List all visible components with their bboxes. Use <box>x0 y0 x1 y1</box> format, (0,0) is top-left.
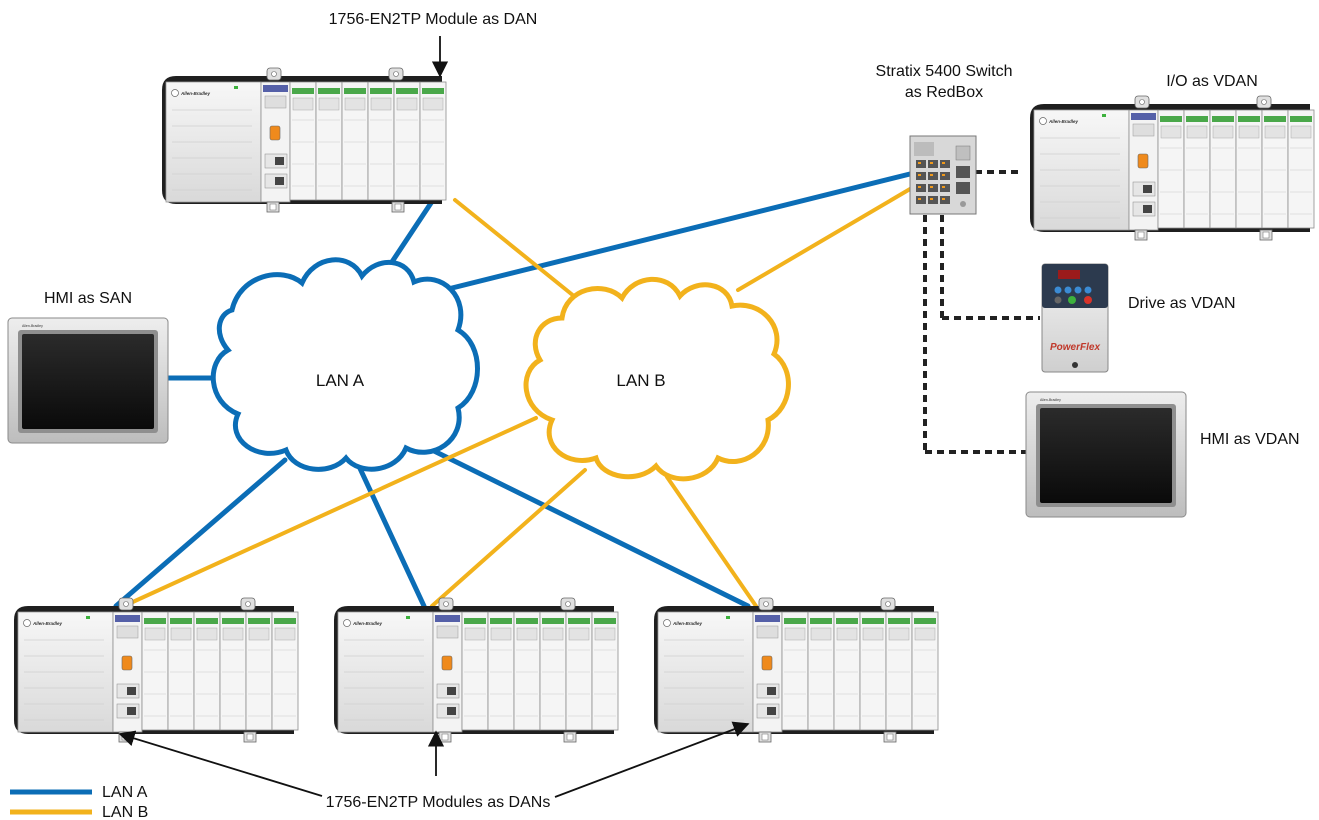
legend-item-lan-b: LAN B <box>10 804 148 820</box>
lan-b-cloud-label: LAN B <box>616 371 665 390</box>
bottom-dans-arrow-3 <box>554 721 750 798</box>
lan-a-cloud: LAN A <box>210 257 480 472</box>
io-vdan-label: I/O as VDAN <box>1166 73 1258 90</box>
lan-a-link-chassis-1 <box>113 457 288 609</box>
vdan-links <box>923 170 1040 454</box>
lan-b-link-chassis-3 <box>665 475 758 608</box>
bottom-dans-callout: 1756-EN2TP Modules as DANs <box>118 721 750 811</box>
bottom-dans-arrow-1 <box>118 730 323 797</box>
io-vdan-chassis <box>1030 96 1314 240</box>
svg-text:Allen-Bradley: Allen-Bradley <box>22 324 43 328</box>
bottom-chassis-3 <box>654 598 938 742</box>
legend: LAN A LAN B <box>10 784 148 820</box>
lan-a-links <box>113 169 921 609</box>
svg-text:as RedBox: as RedBox <box>905 84 983 101</box>
top-dan-callout: 1756-EN2TP Module as DAN <box>329 11 538 78</box>
lan-b-cloud: LAN B <box>523 276 791 482</box>
lan-a-link-switch <box>429 169 921 296</box>
lan-b-links <box>122 180 924 608</box>
svg-text:Allen-Bradley: Allen-Bradley <box>1040 398 1061 402</box>
bottom-chassis-1 <box>14 598 298 742</box>
legend-label-lan-a: LAN A <box>102 784 148 801</box>
lan-b-link-chassis-1 <box>122 416 538 608</box>
stratix-switch <box>909 135 977 215</box>
top-dan-label: 1756-EN2TP Module as DAN <box>329 11 538 28</box>
bottom-chassis-2 <box>334 598 618 742</box>
powerflex-logo-text: PowerFlex <box>1050 342 1100 353</box>
lan-b-link-top-controller <box>453 198 587 307</box>
lan-a-link-chassis-3 <box>425 445 751 609</box>
lan-a-cloud-label: LAN A <box>316 371 365 390</box>
top-controller-chassis <box>162 68 446 212</box>
drive-vdan-label: Drive as VDAN <box>1128 295 1236 312</box>
bottom-dans-label: 1756-EN2TP Modules as DANs <box>326 794 551 811</box>
hmi-san-label: HMI as SAN <box>44 290 132 307</box>
stratix-switch-label: Stratix 5400 Switch as RedBox <box>876 63 1013 101</box>
lan-a-link-chassis-2 <box>354 459 427 609</box>
powerflex-drive: PowerFlex <box>1041 263 1109 373</box>
lan-b-link-chassis-2 <box>430 468 587 608</box>
lan-b-link-switch <box>736 180 924 292</box>
hmi-vdan-label: HMI as VDAN <box>1200 431 1300 448</box>
hmi-san: Allen-Bradley <box>7 317 169 444</box>
legend-item-lan-a: LAN A <box>10 784 148 801</box>
hmi-vdan: Allen-Bradley <box>1025 391 1187 518</box>
svg-text:Stratix 5400 Switch: Stratix 5400 Switch <box>876 63 1013 80</box>
legend-label-lan-b: LAN B <box>102 804 148 820</box>
